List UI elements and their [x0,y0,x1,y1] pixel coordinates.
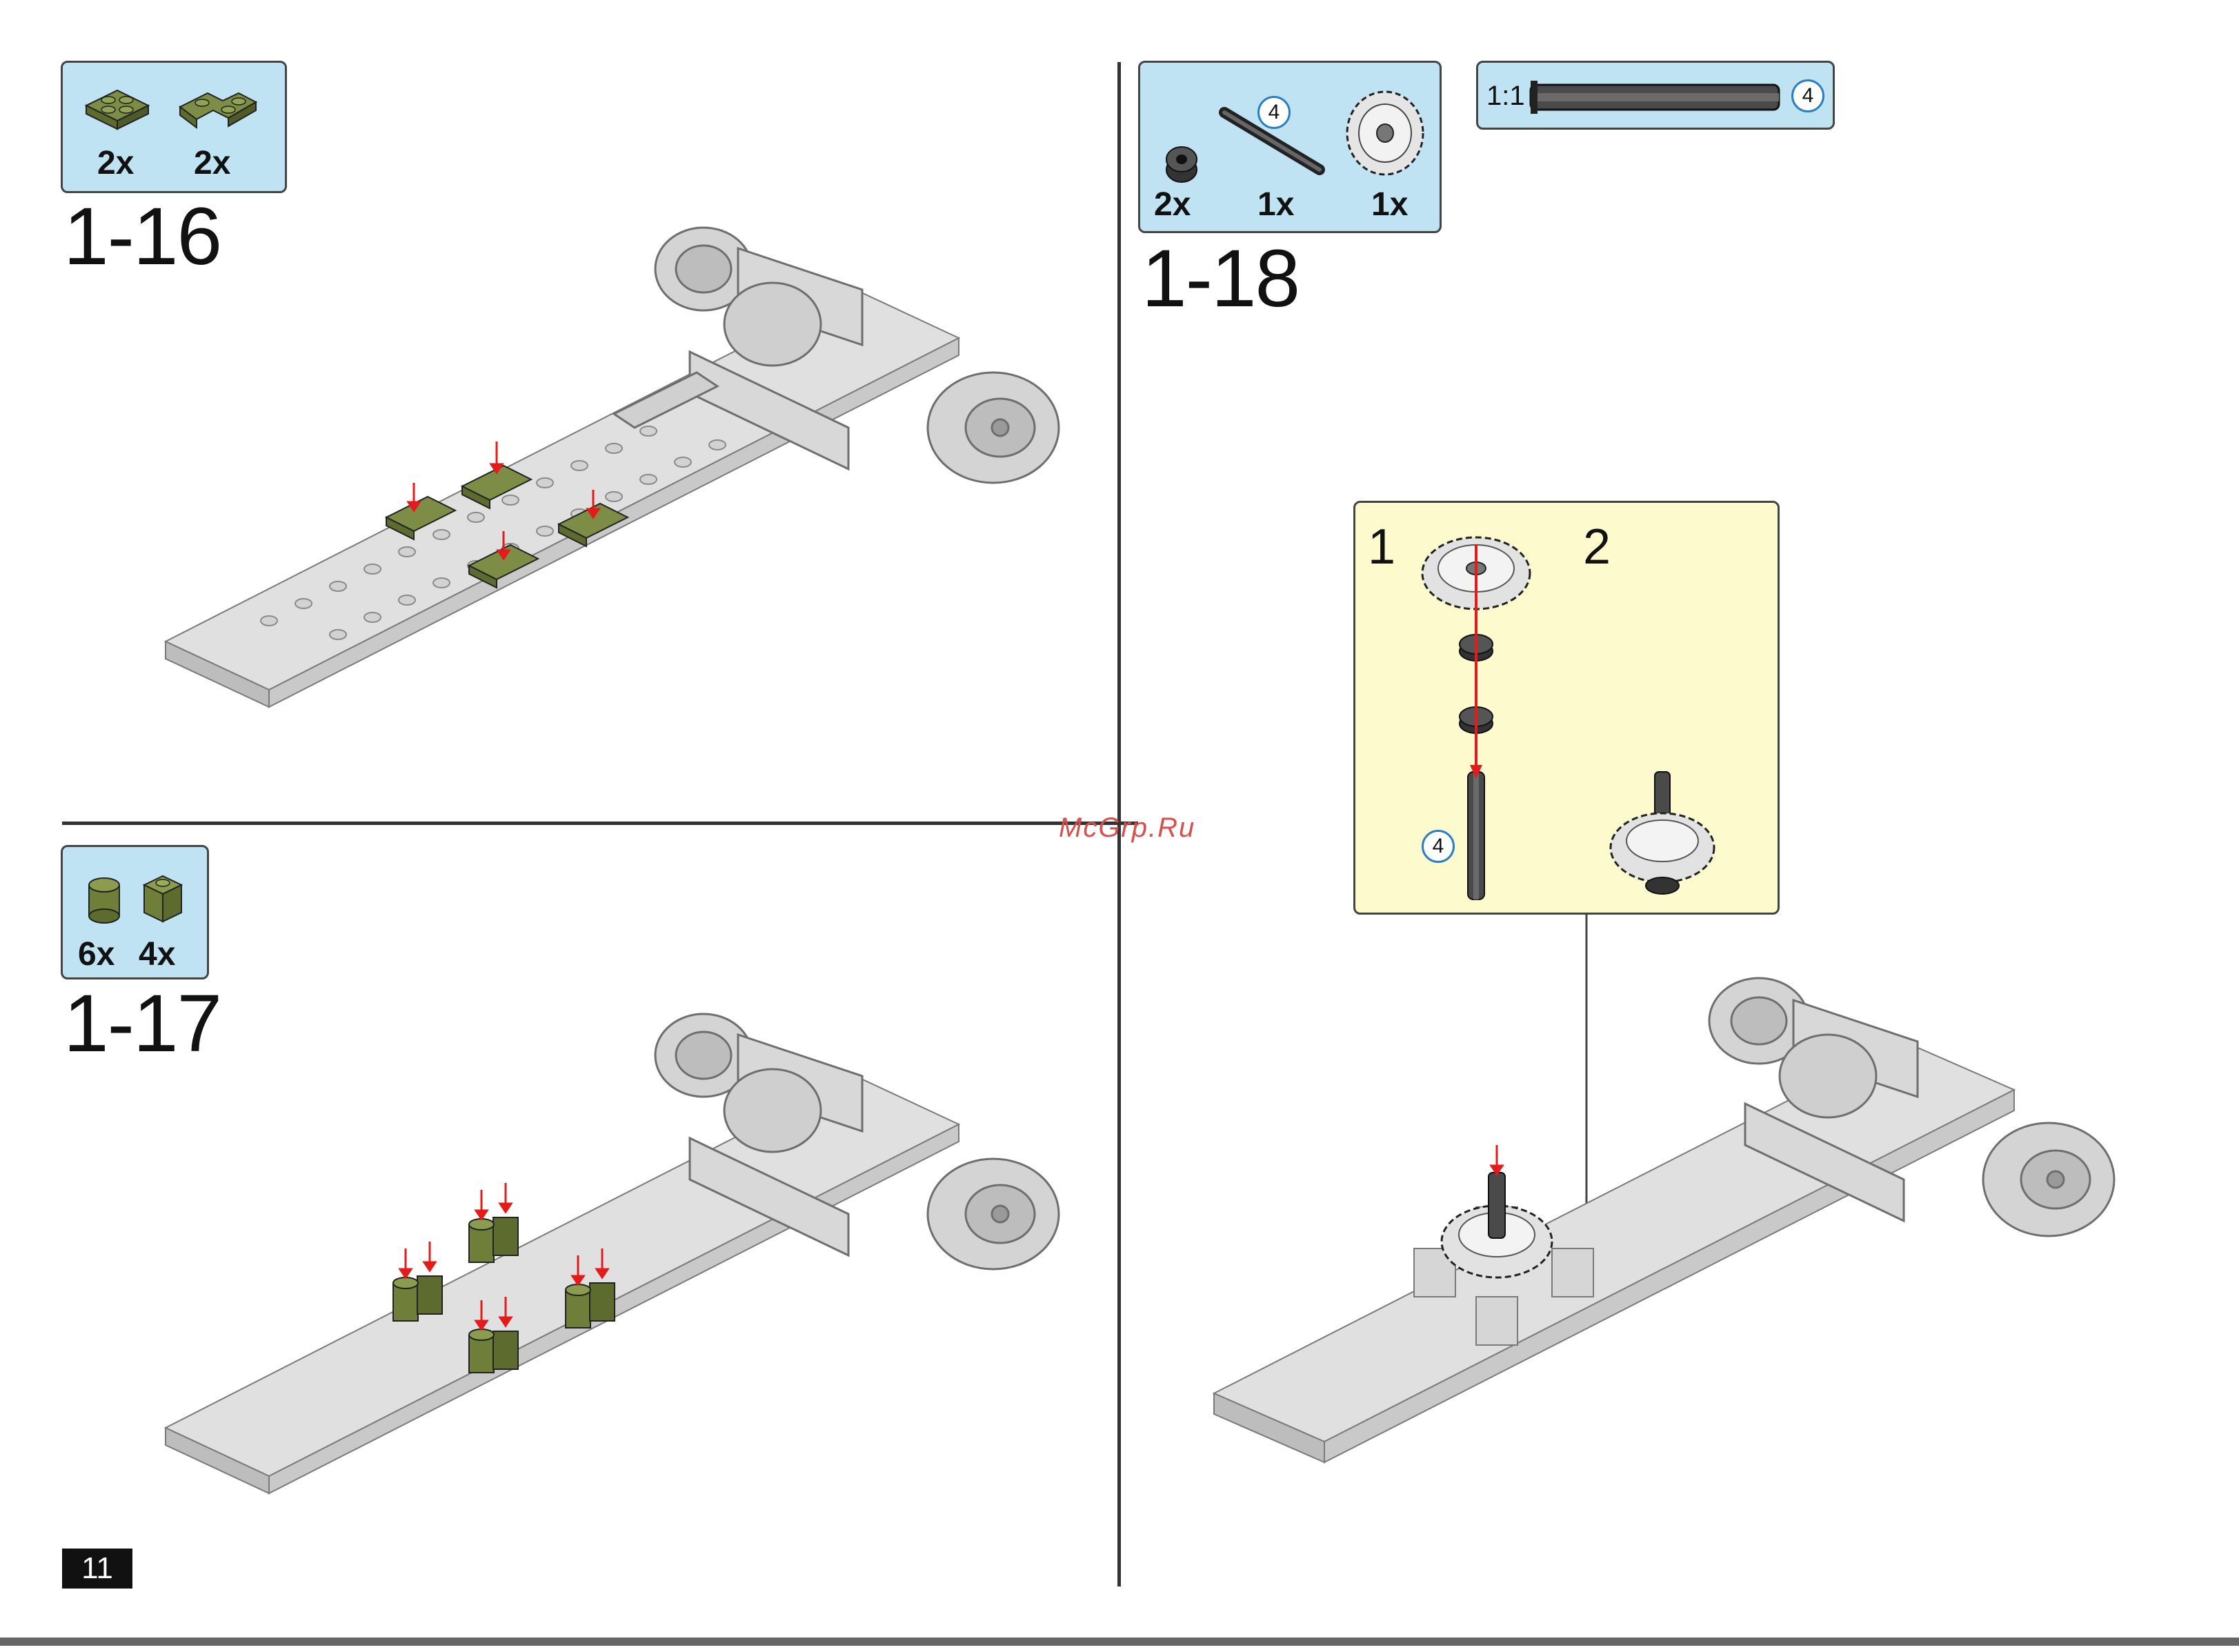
plate-corner-green-icon [173,78,263,133]
gear-assembled-icon [1604,772,1721,903]
step-1-18-parts-callout: 4 2x 1x 1x [1138,61,1442,233]
axle-length-badge: 4 [1422,830,1455,863]
part-qty: 4x [139,938,175,971]
part-qty: 2x [97,147,134,180]
bottom-rule [0,1638,2239,1646]
chassis-model-step-1-16 [166,207,1062,759]
round-brick-green-icon [83,871,125,926]
step-1-17-parts-callout: 6x 4x [61,845,209,979]
bush-black-icon [1161,139,1202,187]
scale-reference-box: 1:1 4 [1476,61,1835,130]
part-qty: 1x [1371,188,1408,221]
step-number: 1-18 [1142,238,1299,319]
page-number: 11 [62,1549,132,1589]
front-wheel [1983,1123,2114,1236]
front-wheel [928,1159,1059,1269]
part-qty: 6x [78,938,115,971]
part-qty: 2x [194,147,230,180]
baseplate [166,1076,959,1493]
axle-length-badge: 4 [1257,96,1291,129]
gear-24-tooth-icon [1340,83,1430,180]
horizontal-divider [62,822,1138,825]
baseplate [166,290,959,707]
plate-2x2-green-icon [79,78,155,133]
substep-number: 1 [1368,522,1395,572]
watermark: McGrp.Ru [1059,813,1195,844]
chassis-model-step-1-18 [1214,952,2111,1517]
brick-1x1-green-icon [139,868,187,926]
baseplate [1214,1042,2014,1462]
axle-black-icon [1462,772,1490,903]
axle-length-badge: 4 [1791,79,1824,112]
axle-black-icon [1531,78,1786,117]
gear-subassembly-box: 1 2 4 [1353,501,1780,915]
installed-gear [1442,1173,1552,1277]
part-qty: 1x [1257,188,1294,221]
arrow [1491,1145,1502,1174]
chassis-model-step-1-17 [166,993,1062,1545]
part-qty: 2x [1154,188,1191,221]
front-wheel [928,372,1059,483]
scale-label: 1:1 [1486,81,1525,112]
arrow [1466,544,1486,782]
substep-number: 2 [1583,522,1611,572]
step-1-16-parts-callout: 2x 2x [61,61,287,193]
